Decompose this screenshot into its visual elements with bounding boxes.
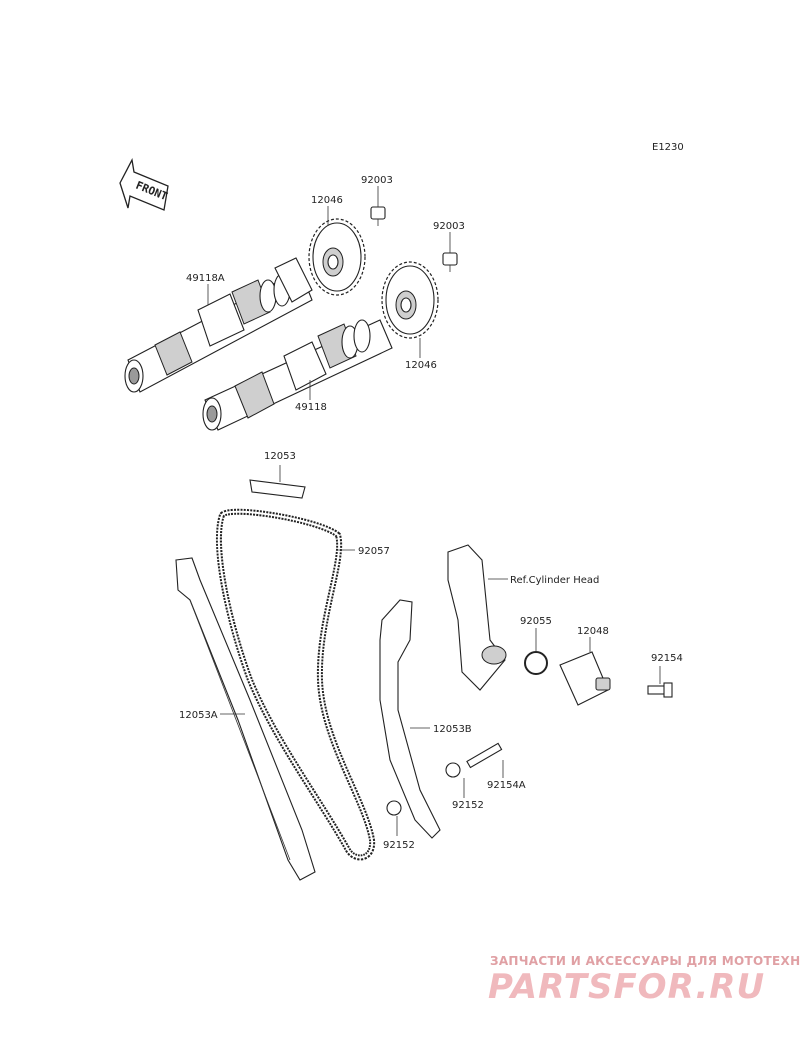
- label-49118A: 49118A: [186, 273, 225, 284]
- watermark-brand: PARTSFOR.RU: [488, 967, 765, 1007]
- label-12053: 12053: [264, 451, 296, 462]
- label-12053A: 12053A: [179, 710, 218, 721]
- label-92154A: 92154A: [487, 780, 526, 791]
- chain-guide-12053A: [175, 557, 316, 881]
- chain-guide-12053B: [379, 599, 441, 839]
- chain-guide-12053: [249, 479, 306, 499]
- label-92003-lower: 92003: [433, 221, 465, 232]
- label-12053B: 12053B: [433, 724, 472, 735]
- leader-lines: [207, 186, 661, 836]
- collar-92152-lower: [386, 800, 402, 816]
- label-92057: 92057: [358, 546, 390, 557]
- label-12048: 12048: [577, 626, 609, 637]
- sprocket-12046-lower: [381, 261, 439, 339]
- label-92154: 92154: [651, 653, 683, 664]
- camshaft-49118A: [124, 257, 313, 393]
- bolt-92003-upper: [370, 206, 386, 226]
- sprocket-12046-upper: [308, 218, 366, 296]
- label-92152-lower: 92152: [383, 840, 415, 851]
- diagram-code: E1230: [652, 142, 684, 153]
- collar-92152-upper: [445, 762, 461, 778]
- camshaft-49118: [202, 319, 393, 431]
- front-arrow-icon: FRONT: [119, 157, 170, 211]
- label-12046-lower: 12046: [405, 360, 437, 371]
- o-ring-92055: [524, 651, 548, 675]
- watermark: ЗАПЧАСТИ И АКСЕССУАРЫ ДЛЯ МОТОТЕХНИКИ PA…: [488, 954, 800, 1007]
- bolt-92154A: [466, 742, 503, 769]
- watermark-tagline: ЗАПЧАСТИ И АКСЕССУАРЫ ДЛЯ МОТОТЕХНИКИ: [490, 954, 800, 968]
- label-ref-cylinder-head: Ref.Cylinder Head: [510, 575, 599, 586]
- label-92003-upper: 92003: [361, 175, 393, 186]
- part-labels: 92003 12046 92003 49118A 12046 49118 120…: [179, 175, 683, 851]
- label-12046-upper: 12046: [311, 195, 343, 206]
- label-92055: 92055: [520, 616, 552, 627]
- label-92152-upper: 92152: [452, 800, 484, 811]
- cylinder-head-ref: [447, 544, 507, 691]
- tensioner-12048: [559, 651, 611, 706]
- bolt-92154: [647, 682, 673, 698]
- bolt-92003-lower: [442, 252, 458, 272]
- label-49118: 49118: [295, 402, 327, 413]
